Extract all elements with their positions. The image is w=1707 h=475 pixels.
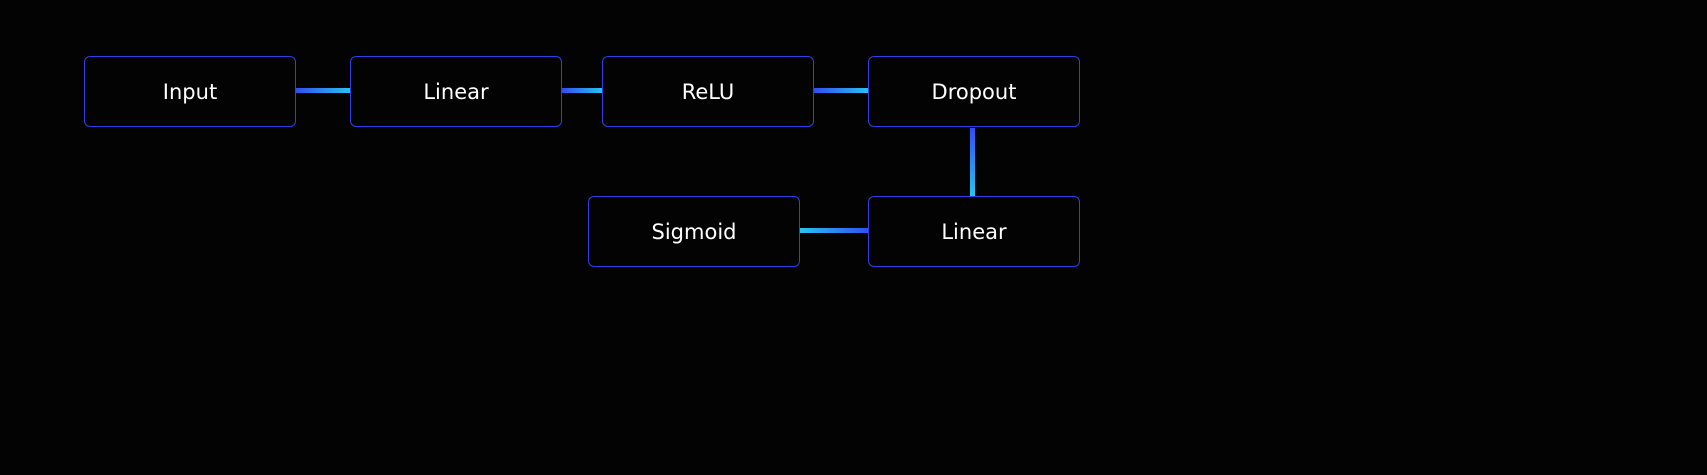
node-sigmoid[interactable]: Sigmoid bbox=[588, 196, 800, 267]
edge-input-linear bbox=[296, 88, 350, 93]
node-relu[interactable]: ReLU bbox=[602, 56, 814, 127]
node-label: Linear bbox=[941, 219, 1007, 244]
node-label: Sigmoid bbox=[651, 219, 737, 244]
node-label: Dropout bbox=[931, 79, 1017, 104]
node-linear-2[interactable]: Linear bbox=[868, 196, 1080, 267]
node-input[interactable]: Input bbox=[84, 56, 296, 127]
node-label: Input bbox=[162, 79, 218, 104]
edge-linear-relu bbox=[562, 88, 603, 93]
node-linear-1[interactable]: Linear bbox=[350, 56, 562, 127]
edge-linear-sigmoid bbox=[800, 228, 869, 233]
node-label: ReLU bbox=[681, 79, 735, 104]
node-label: Linear bbox=[423, 79, 489, 104]
node-dropout[interactable]: Dropout bbox=[868, 56, 1080, 127]
edge-dropout-linear bbox=[970, 128, 975, 196]
edge-relu-dropout bbox=[814, 88, 869, 93]
